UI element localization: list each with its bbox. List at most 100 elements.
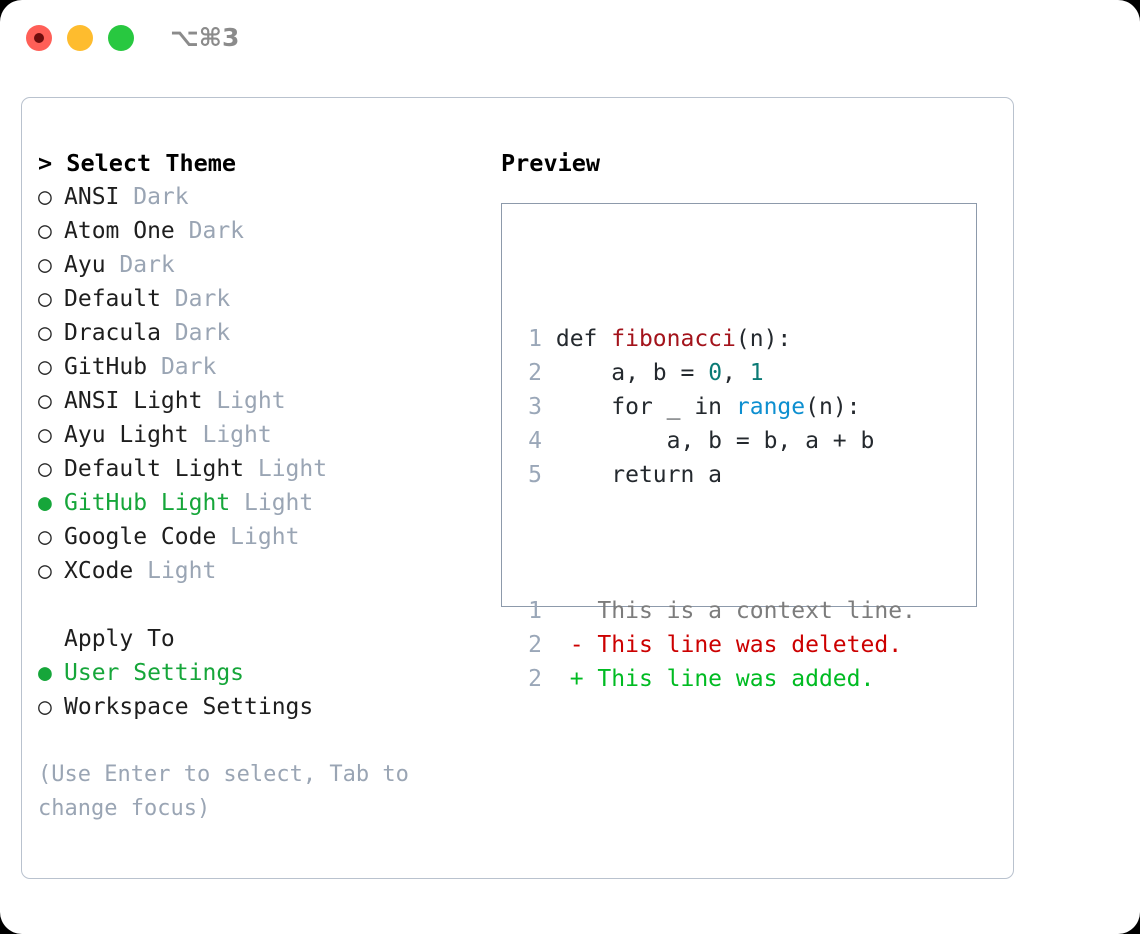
preview-heading: Preview bbox=[501, 149, 601, 177]
code-token: for _ in bbox=[555, 394, 736, 420]
code-token: def bbox=[555, 326, 612, 352]
diff-line: 2 - This line was deleted. bbox=[516, 628, 916, 662]
theme-name-label: Ayu Light bbox=[64, 422, 189, 448]
theme-kind-label: Dark bbox=[160, 286, 231, 312]
theme-list-item[interactable]: ○ Ayu Light Light bbox=[38, 418, 478, 452]
radio-unselected-icon[interactable]: ○ bbox=[38, 388, 66, 414]
theme-picker-column: > Select Theme ○ ANSI Dark○ Atom One Dar… bbox=[38, 146, 478, 826]
keyboard-shortcut-label: ⌥⌘3 bbox=[170, 23, 240, 52]
code-token: (n): bbox=[805, 394, 861, 420]
theme-list-item[interactable]: ● GitHub Light Light bbox=[38, 486, 478, 520]
line-number: 1 bbox=[528, 598, 542, 624]
radio-unselected-icon[interactable]: ○ bbox=[38, 218, 66, 244]
apply-to-item[interactable]: ○ Workspace Settings bbox=[38, 690, 478, 724]
code-line: 5 return a bbox=[516, 458, 916, 492]
radio-unselected-icon[interactable]: ○ bbox=[38, 524, 66, 550]
code-token: a, b = b, a + b bbox=[555, 428, 875, 454]
radio-unselected-icon[interactable]: ○ bbox=[38, 694, 66, 720]
theme-list-item[interactable]: ○ Default Light Light bbox=[38, 452, 478, 486]
line-number: 1 bbox=[528, 326, 542, 352]
maximize-dot-icon[interactable] bbox=[108, 25, 134, 51]
section-spacer bbox=[38, 588, 478, 622]
theme-kind-label: Light bbox=[202, 388, 286, 414]
code-token: , bbox=[722, 360, 750, 386]
radio-selected-icon[interactable]: ● bbox=[38, 490, 66, 516]
code-line: 1 def fibonacci(n): bbox=[516, 322, 916, 356]
theme-list-item[interactable]: ○ GitHub Dark bbox=[38, 350, 478, 384]
theme-name-label: Default Light bbox=[64, 456, 245, 482]
diff-text: This is a context line. bbox=[597, 598, 916, 624]
theme-list: ○ ANSI Dark○ Atom One Dark○ Ayu Dark○ De… bbox=[38, 180, 478, 588]
code-token: a, b = bbox=[555, 360, 709, 386]
theme-name-label: ANSI bbox=[64, 184, 120, 210]
radio-unselected-icon[interactable]: ○ bbox=[38, 320, 66, 346]
code-token: (n): bbox=[735, 326, 792, 352]
theme-kind-label: Light bbox=[216, 524, 300, 550]
line-number: 4 bbox=[528, 428, 542, 454]
theme-kind-label: Dark bbox=[147, 354, 217, 380]
line-number: 5 bbox=[528, 462, 542, 488]
code-token: 1 bbox=[749, 360, 764, 386]
theme-list-item[interactable]: ○ Dracula Dark bbox=[38, 316, 478, 350]
theme-list-item[interactable]: ○ Atom One Dark bbox=[38, 214, 478, 248]
window-controls bbox=[26, 25, 134, 51]
line-number: 2 bbox=[528, 360, 542, 386]
theme-name-label: Atom One bbox=[64, 218, 175, 244]
apply-to-label: User Settings bbox=[64, 660, 245, 686]
theme-kind-label: Dark bbox=[174, 218, 245, 244]
keyboard-hint-text: (Use Enter to select, Tab to change focu… bbox=[38, 762, 423, 821]
line-number: 2 bbox=[528, 666, 542, 692]
code-line: 4 a, b = b, a + b bbox=[516, 424, 916, 458]
theme-kind-label: Dark bbox=[105, 252, 175, 278]
minimize-dot-icon[interactable] bbox=[67, 25, 93, 51]
theme-list-item[interactable]: ○ ANSI Light Light bbox=[38, 384, 478, 418]
theme-name-label: XCode bbox=[64, 558, 134, 584]
radio-unselected-icon[interactable]: ○ bbox=[38, 252, 66, 278]
theme-kind-label: Light bbox=[244, 456, 328, 482]
diff-sign: + bbox=[569, 666, 598, 692]
theme-picker-heading-label: Select Theme bbox=[66, 149, 237, 177]
theme-kind-label: Light bbox=[133, 558, 217, 584]
theme-list-item[interactable]: ○ Ayu Dark bbox=[38, 248, 478, 282]
code-line: 3 for _ in range(n): bbox=[516, 390, 916, 424]
theme-kind-label: Light bbox=[188, 422, 272, 448]
apply-to-item[interactable]: ● User Settings bbox=[38, 656, 478, 690]
radio-unselected-icon[interactable]: ○ bbox=[38, 558, 66, 584]
content-panel: > Select Theme ○ ANSI Dark○ Atom One Dar… bbox=[21, 97, 1014, 879]
radio-selected-icon[interactable]: ● bbox=[38, 660, 66, 686]
line-number: 2 bbox=[528, 632, 542, 658]
theme-list-item[interactable]: ○ ANSI Dark bbox=[38, 180, 478, 214]
theme-list-item[interactable]: ○ Default Dark bbox=[38, 282, 478, 316]
apply-to-heading: Apply To bbox=[64, 626, 175, 652]
diff-sign: - bbox=[569, 632, 598, 658]
theme-name-label: Google Code bbox=[64, 524, 217, 550]
radio-unselected-icon[interactable]: ○ bbox=[38, 354, 66, 380]
theme-kind-label: Light bbox=[230, 490, 314, 516]
preview-column: Preview 1 def fibonacci(n):2 a, b = 0, 1… bbox=[501, 146, 1001, 692]
theme-name-label: Default bbox=[64, 286, 161, 312]
diff-line: 1 This is a context line. bbox=[516, 594, 916, 628]
apply-to-list: ● User Settings○ Workspace Settings bbox=[38, 656, 478, 724]
radio-unselected-icon[interactable]: ○ bbox=[38, 422, 66, 448]
close-dot-icon[interactable] bbox=[26, 25, 52, 51]
apply-to-label: Workspace Settings bbox=[64, 694, 314, 720]
diff-sign bbox=[570, 598, 598, 624]
code-token: range bbox=[735, 394, 806, 420]
theme-kind-label: Dark bbox=[119, 184, 189, 210]
theme-name-label: GitHub Light bbox=[64, 490, 231, 516]
radio-unselected-icon[interactable]: ○ bbox=[38, 456, 66, 482]
theme-kind-label: Dark bbox=[160, 320, 231, 346]
code-line: 2 a, b = 0, 1 bbox=[516, 356, 916, 390]
radio-unselected-icon[interactable]: ○ bbox=[38, 286, 66, 312]
theme-list-item[interactable]: ○ Google Code Light bbox=[38, 520, 478, 554]
diff-text: This line was added. bbox=[597, 666, 875, 692]
radio-unselected-icon[interactable]: ○ bbox=[38, 184, 66, 210]
diff-text: This line was deleted. bbox=[597, 632, 903, 658]
theme-list-item[interactable]: ○ XCode Light bbox=[38, 554, 478, 588]
theme-picker-heading: > Select Theme bbox=[38, 146, 478, 180]
code-token: return a bbox=[555, 462, 723, 488]
